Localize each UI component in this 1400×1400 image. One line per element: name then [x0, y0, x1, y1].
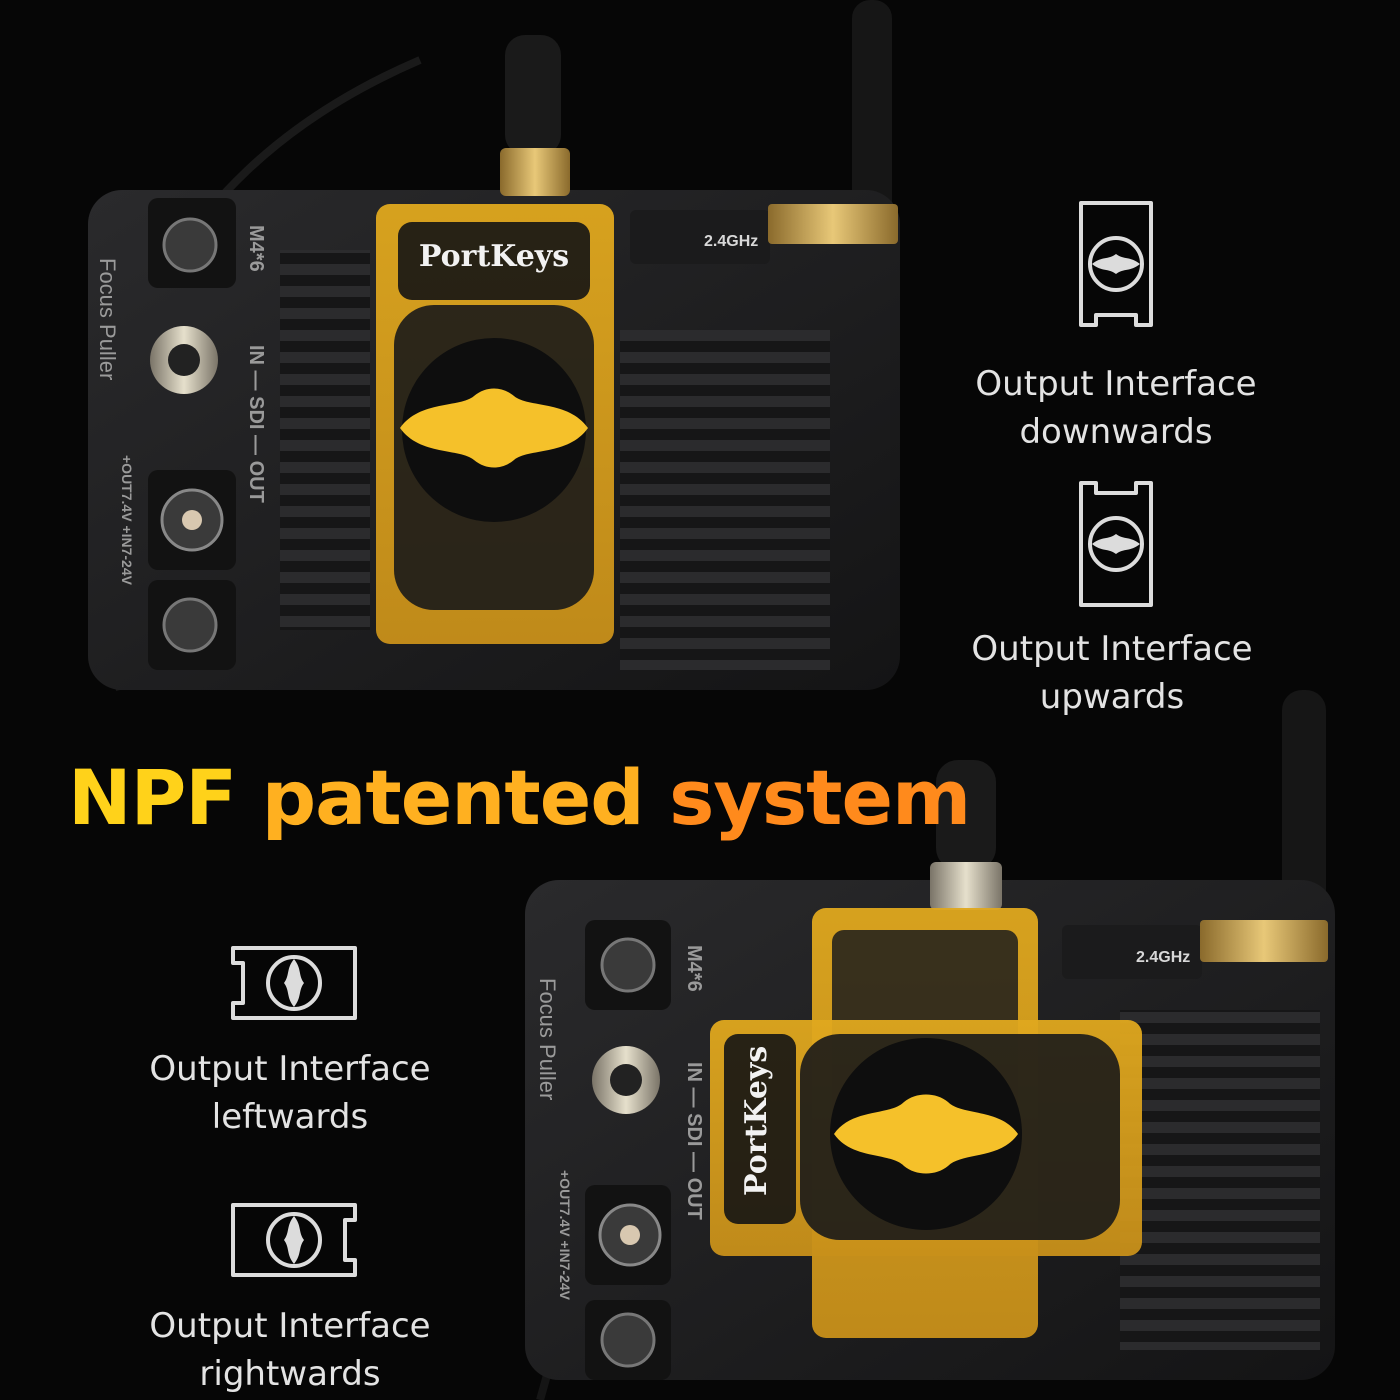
- battery-slot-left-icon: [231, 946, 357, 1020]
- top-sdi-label: IN — SDI — OUT: [245, 345, 267, 503]
- top-lemo-port-2: [162, 597, 218, 653]
- bottom-lemo-port-2: [600, 1312, 656, 1368]
- caption-downwards: Output Interface downwards: [975, 364, 1257, 452]
- top-brand-strip: [398, 222, 590, 300]
- bottom-sdi-out-pin: [620, 1225, 640, 1245]
- bottom-mount-label: M4*6: [683, 945, 705, 992]
- top-bnc-center: [168, 344, 200, 376]
- bottom-sdi-label: IN — SDI — OUT: [683, 1062, 705, 1220]
- bottom-knurled-connector: [930, 862, 1002, 910]
- headline-word-system: system: [669, 753, 971, 842]
- top-mount-label: M4*6: [245, 225, 267, 272]
- bottom-device: Focus Puller M4*6 IN — SDI — OUT +OUT7.4…: [525, 690, 1335, 1400]
- top-locking-knob: [400, 388, 588, 468]
- top-power-label: +OUT7.4V +IN7-24V: [119, 455, 135, 586]
- top-right-angle-antenna: [505, 35, 561, 155]
- caption-upwards: Output Interface upwards: [971, 629, 1253, 717]
- top-heatsink: [620, 330, 830, 670]
- top-lemo-port-1: [162, 217, 218, 273]
- top-heatsink-left: [280, 250, 370, 630]
- top-antenna: [852, 0, 892, 220]
- top-sdi-out-pin: [182, 510, 202, 530]
- bottom-gold-sma-connector: [1200, 920, 1328, 962]
- headline-word-npf: NPF: [68, 753, 237, 842]
- bottom-brand-logo: PortKeys: [739, 1046, 774, 1196]
- headline-word-patented: patented: [261, 753, 645, 842]
- bottom-right-angle-antenna: [936, 760, 996, 870]
- battery-slot-right-icon: [231, 1203, 357, 1277]
- top-band-label: 2.4GHz: [704, 233, 758, 250]
- top-knurled-connector: [500, 148, 570, 196]
- caption-rightwards: Output Interface rightwards: [149, 1306, 431, 1394]
- bottom-power-label: +OUT7.4V +IN7-24V: [557, 1170, 573, 1301]
- bottom-band-label: 2.4GHz: [1136, 949, 1190, 966]
- bottom-lemo-port-1: [600, 937, 656, 993]
- battery-slot-up-icon: [1079, 481, 1153, 607]
- top-side-label: Focus Puller: [95, 258, 120, 380]
- bottom-side-label: Focus Puller: [535, 978, 560, 1100]
- top-brand-logo: PortKeys: [419, 239, 569, 274]
- bottom-locking-knob: [834, 1094, 1018, 1174]
- bottom-heatsink: [1120, 1010, 1320, 1350]
- top-device: Focus Puller M4*6 IN — SDI — OUT +OUT7.4…: [88, 0, 900, 691]
- bottom-bnc-center: [610, 1064, 642, 1096]
- headline: NPF patented system: [68, 760, 971, 836]
- top-gold-sma-connector: [768, 204, 898, 244]
- battery-slot-down-icon: [1079, 201, 1153, 327]
- bottom-wireless-module: [1062, 925, 1202, 979]
- caption-leftwards: Output Interface leftwards: [149, 1049, 431, 1137]
- top-wireless-module: [630, 210, 770, 264]
- bottom-brand-strip: [724, 1034, 796, 1224]
